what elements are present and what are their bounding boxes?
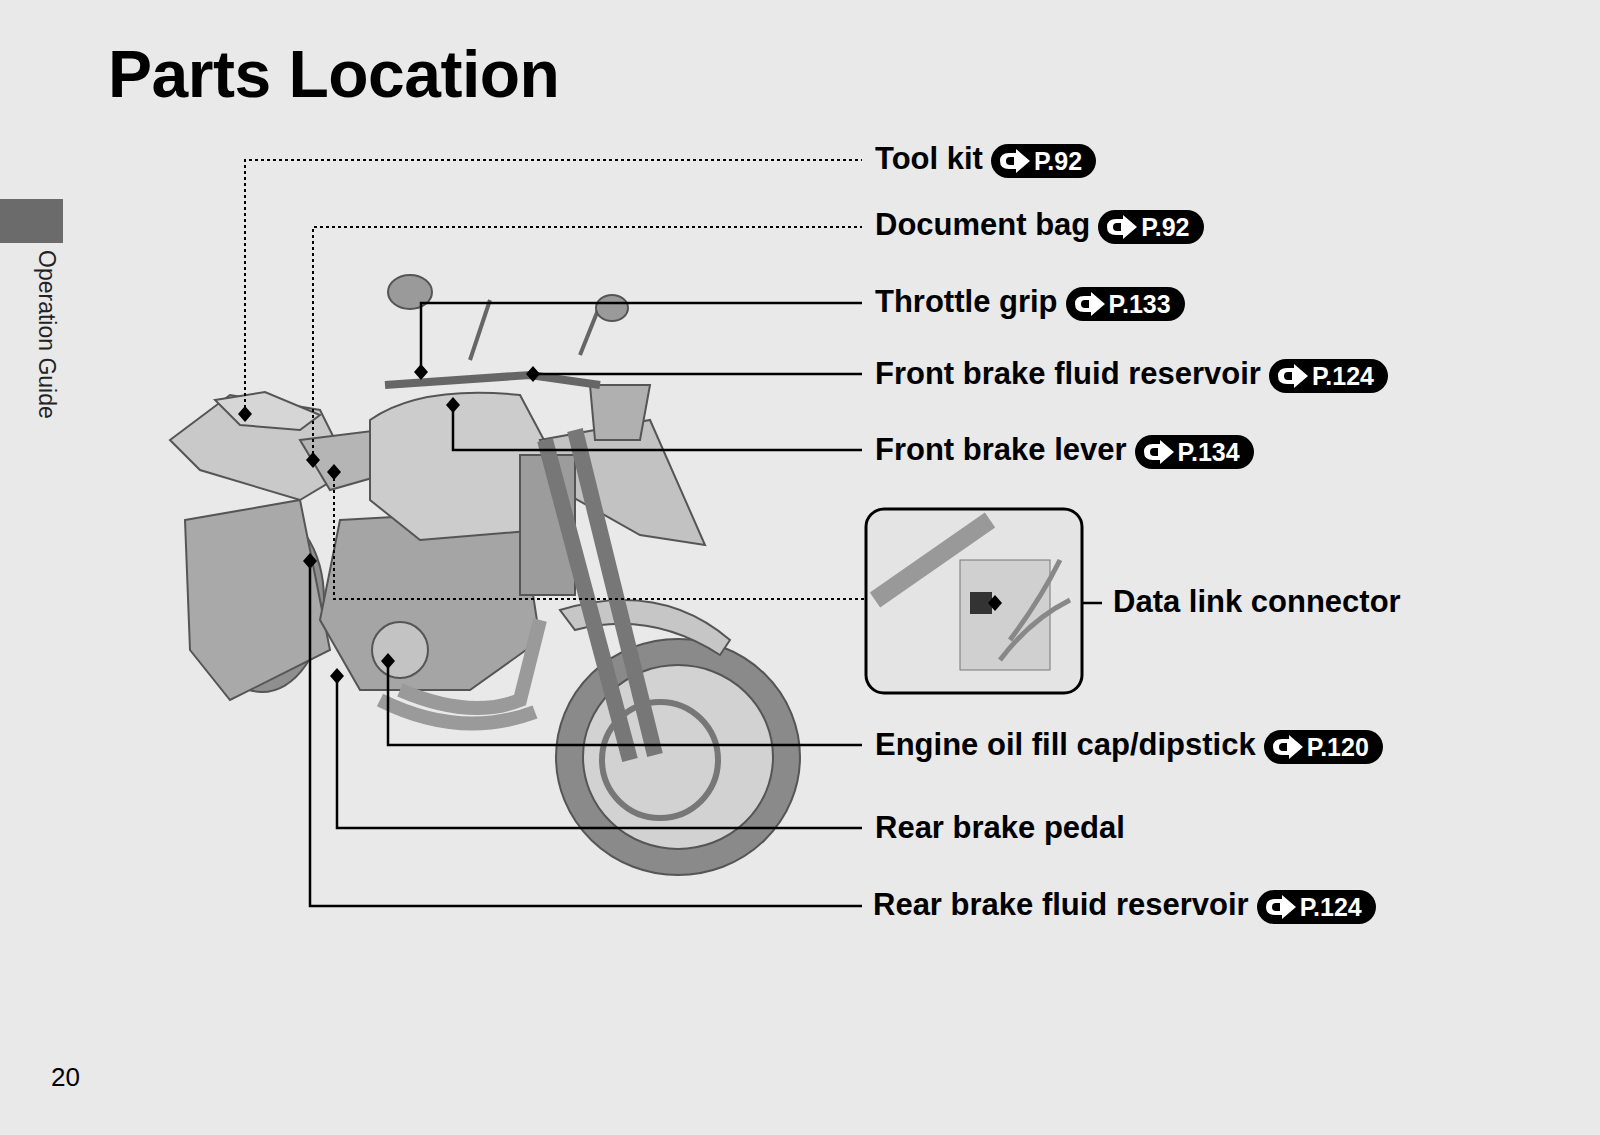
leader-line [337, 676, 862, 828]
front-forks [545, 430, 655, 760]
page-ref-arrow [1104, 215, 1138, 239]
leader-lines [245, 160, 1102, 906]
part-label: Tool kit [875, 141, 983, 177]
exhaust-pipes [380, 620, 540, 724]
part-label: Data link connector [1113, 584, 1401, 620]
page-ref-arrow [997, 149, 1031, 173]
front-tire [556, 639, 800, 875]
arrow-shape [1266, 895, 1296, 919]
part-label: Front brake fluid reservoir [875, 356, 1261, 392]
marker [446, 397, 460, 413]
page-ref-arrow [1270, 735, 1304, 759]
part-label: Engine oil fill cap/dipstick [875, 727, 1256, 763]
exhaust-muffler [185, 500, 330, 700]
marker [238, 406, 252, 422]
marker [306, 452, 320, 468]
page-ref-badge: P.124 [1257, 890, 1376, 924]
arrow-shape [1107, 215, 1137, 239]
page-title: Parts Location [108, 36, 559, 112]
page-ref-text: P.134 [1178, 438, 1240, 467]
motorcycle-illustration [170, 275, 800, 875]
engine-cover [372, 622, 428, 678]
page-ref-text: P.92 [1141, 213, 1189, 242]
page-ref-text: P.92 [1034, 147, 1082, 176]
page-ref-text: P.124 [1300, 893, 1362, 922]
inset-detail [866, 509, 1082, 693]
arrow-hole [1279, 743, 1287, 751]
page-ref-text: P.120 [1307, 733, 1369, 762]
marker [526, 366, 540, 382]
arrow-shape [1075, 292, 1105, 316]
page-ref-text: P.124 [1312, 362, 1374, 391]
leader-line [533, 373, 862, 376]
headlight [590, 385, 650, 440]
inset-wires [1000, 560, 1070, 660]
page-number: 20 [51, 1062, 80, 1093]
arrow-hole [1150, 448, 1158, 456]
page-ref-badge: P.134 [1135, 435, 1254, 469]
arrow-shape [1278, 364, 1308, 388]
mirror-right [596, 295, 628, 321]
seat-cowl [215, 392, 320, 430]
leader-line [421, 303, 862, 372]
leader-dotted [334, 472, 865, 599]
page-ref-arrow [1263, 895, 1297, 919]
section-tab [0, 199, 63, 243]
arrow-hole [1284, 372, 1292, 380]
marker [327, 464, 341, 480]
page-ref-arrow [1072, 292, 1106, 316]
marker [414, 364, 428, 380]
part-label: Front brake lever [875, 432, 1127, 468]
marker [330, 668, 344, 684]
inset-frame [866, 509, 1082, 693]
marker [381, 653, 395, 669]
marker [988, 595, 1002, 611]
part-label: Rear brake pedal [875, 810, 1125, 846]
part-label: Throttle grip [875, 284, 1058, 320]
marker-dots [238, 364, 1002, 684]
arrow-hole [1006, 157, 1014, 165]
arrow-shape [1144, 440, 1174, 464]
handlebar [385, 375, 600, 385]
page-ref-arrow [1275, 364, 1309, 388]
arrow-shape [1000, 149, 1030, 173]
leader-dotted [245, 160, 862, 414]
arrow-hole [1081, 300, 1089, 308]
part-label: Rear brake fluid reservoir [873, 887, 1249, 923]
page-ref-badge: P.120 [1264, 730, 1383, 764]
page-ref-badge: P.92 [991, 144, 1096, 178]
section-label: Operation Guide [33, 250, 60, 419]
page-ref-badge: P.92 [1098, 210, 1203, 244]
leader-dotted [313, 227, 862, 460]
marker [303, 553, 317, 569]
mirror-stems [470, 300, 600, 360]
page-ref-text: P.133 [1109, 290, 1171, 319]
arrow-hole [1272, 903, 1280, 911]
page-ref-badge: P.124 [1269, 359, 1388, 393]
leader-line [453, 405, 862, 450]
part-label: Document bag [875, 207, 1090, 243]
leader-line [388, 661, 862, 745]
arrow-shape [1273, 735, 1303, 759]
leader-line [310, 561, 862, 906]
page-ref-badge: P.133 [1066, 287, 1185, 321]
arrow-hole [1113, 223, 1121, 231]
page-ref-arrow [1141, 440, 1175, 464]
